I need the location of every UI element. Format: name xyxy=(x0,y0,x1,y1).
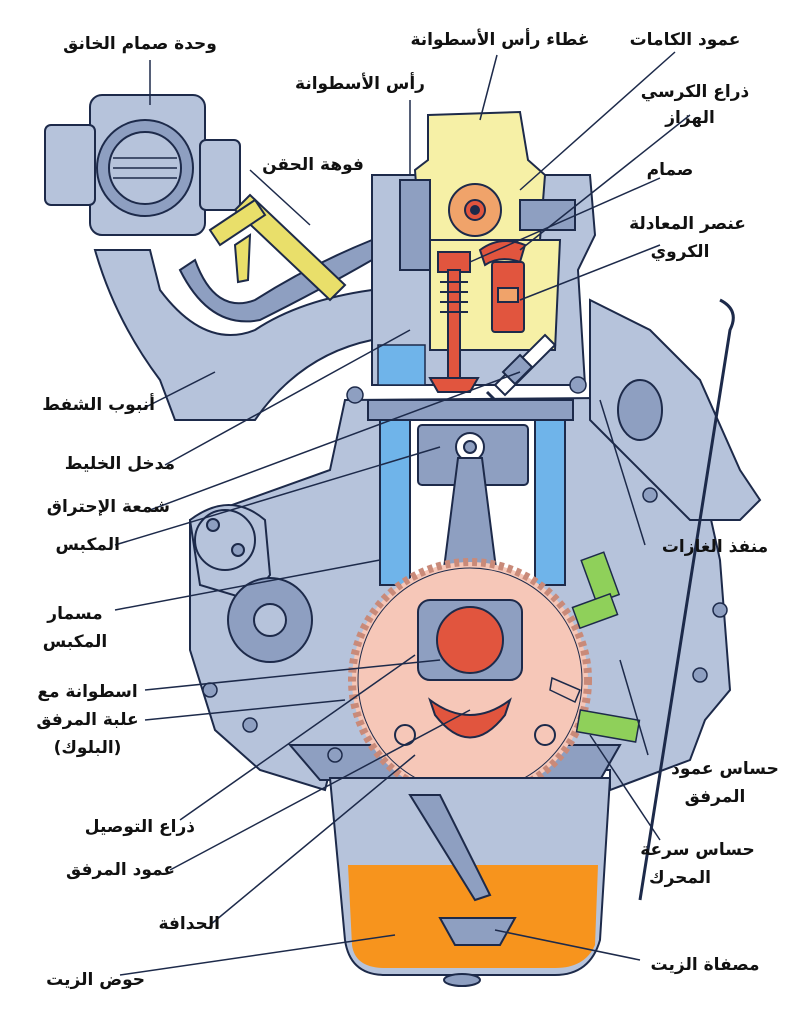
sensor-bracket xyxy=(549,676,581,704)
injector-part xyxy=(208,193,347,302)
water-jacket xyxy=(377,344,426,386)
label-speed-sensor-1: حساس سرعة xyxy=(640,840,755,860)
label-injector: فوهة الحقن xyxy=(262,155,364,175)
throttle-body-part xyxy=(44,94,241,236)
label-exhaust-port: منفذ الغازات xyxy=(661,537,769,557)
camshaft-part xyxy=(448,183,502,237)
cylinder-bore xyxy=(367,399,574,586)
label-lash-adjuster-1: عنصر المعادلة xyxy=(629,214,746,234)
label-cylinder-head: رأس الأسطوانة xyxy=(295,74,425,94)
label-crank-sensor-1: حساس عمود xyxy=(671,759,779,779)
leader-lines xyxy=(114,51,691,976)
label-cylinder-block-2: علبة المرفق xyxy=(36,710,139,730)
label-spark-plug: شمعة الإحتراق xyxy=(46,497,170,517)
lash-adjuster-part xyxy=(491,261,525,333)
label-camshaft: عمود الكامات xyxy=(629,30,741,50)
crankshaft-part xyxy=(394,599,556,746)
label-oil-pan: حوض الزيت xyxy=(46,970,145,990)
label-crank-sensor-2: المرفق xyxy=(684,787,746,807)
spark-plug-part xyxy=(485,333,557,402)
label-cylinder-block-3: (البلوك) xyxy=(53,738,122,758)
crank-sensor-part xyxy=(575,709,641,743)
timing-cover xyxy=(188,504,313,663)
label-crankshaft: عمود المرفق xyxy=(66,860,175,880)
label-piston: المكبس xyxy=(55,535,120,555)
label-piston-pin-1: مسمار xyxy=(47,604,103,624)
label-cylinder-block-1: اسطوانة مع xyxy=(37,682,138,702)
label-valve: صمام xyxy=(646,160,694,180)
label-piston-pin-2: المكبس xyxy=(42,632,108,652)
speed-sensor-part xyxy=(571,551,621,630)
label-lash-adjuster-2: الكروي xyxy=(650,242,710,262)
label-connecting-rod: ذراع التوصيل xyxy=(84,817,195,837)
label-flywheel: الحدافة xyxy=(158,914,220,934)
label-speed-sensor-2: المحرك xyxy=(648,868,711,888)
label-oil-strainer: مصفاة الزيت xyxy=(650,955,760,975)
label-cylinder-head-cover: غطاء رأس الأسطوانة xyxy=(410,30,590,50)
dipstick-part xyxy=(638,298,735,901)
label-throttle-body: وحدة صمام الخانق xyxy=(63,34,217,54)
label-rocker-arm-2: الهزاز xyxy=(665,108,715,128)
label-rocker-arm-1: ذراع الكرسي xyxy=(640,82,750,102)
oil-pan-part xyxy=(328,777,612,987)
label-intake-manifold: أنبوب الشفط xyxy=(42,395,155,415)
label-intake-port: مدخل الخليط xyxy=(64,454,175,474)
